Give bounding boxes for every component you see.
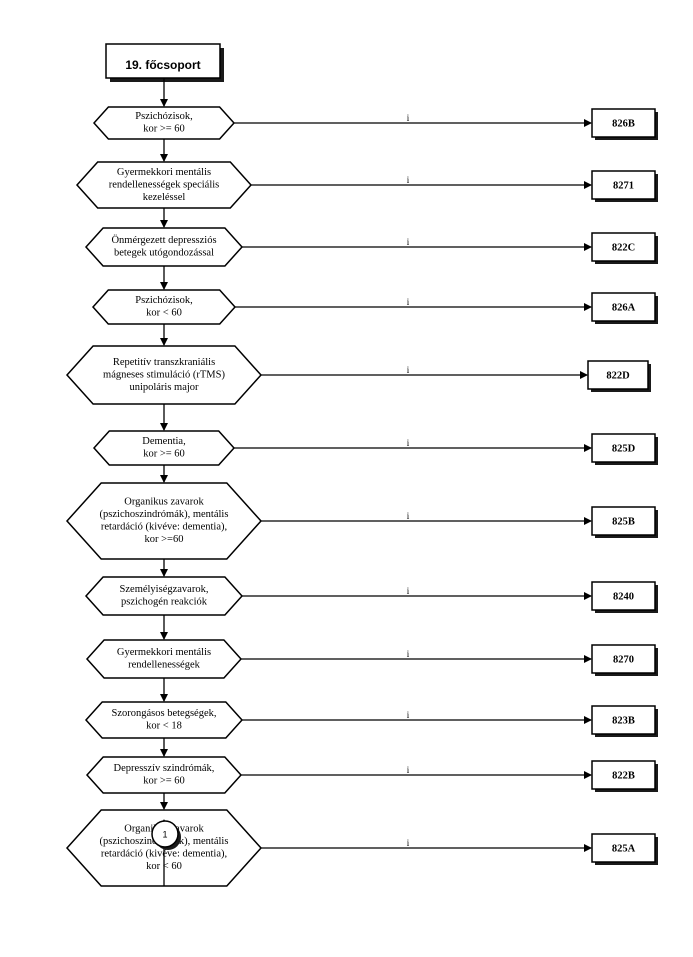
code-label: 823B — [612, 715, 635, 726]
code-box — [591, 170, 656, 200]
connector-label: 1 — [162, 829, 167, 839]
decision-step: Személyiségzavarok, pszichogén reakciók i 8… — [84, 576, 658, 616]
off-page-connector: 1 — [151, 820, 181, 850]
decision-text-line: pszichogén reakciók — [121, 597, 208, 608]
code-box — [587, 360, 649, 390]
decision-text-line: kor >=60 — [145, 534, 184, 545]
decision-text-line: Organikus zavarok — [124, 497, 204, 508]
decision-text-line: Önmérgezett depressziós — [111, 234, 216, 246]
decision-text-line: mágneses stimuláció (rTMS) — [103, 369, 225, 380]
branch-label: i — [407, 765, 410, 775]
decision-step: Dementia, kor >= 60 i 825D — [92, 430, 658, 466]
code-label: 825B — [612, 516, 635, 527]
branch-label: i — [407, 511, 410, 521]
decision-text-line: kor >= 60 — [143, 776, 185, 787]
decision-text-line: Szorongásos betegségek, — [112, 708, 217, 719]
start-box: 19. főcsoport — [105, 43, 224, 82]
code-label: 825D — [612, 443, 636, 454]
decision-text-line: (pszichoszindrómák), mentális — [100, 509, 229, 520]
decision-step: Organikus zavarok(pszichoszindrómák), me… — [65, 809, 658, 887]
decision-text-line: Dementia, — [142, 436, 185, 447]
code-label: 8271 — [613, 180, 634, 191]
branch-label: i — [407, 113, 410, 123]
code-box — [591, 760, 656, 790]
code-label: 822C — [612, 242, 635, 253]
code-label: 822B — [612, 770, 635, 781]
code-box — [591, 232, 656, 262]
decision-text-line: unipoláris major — [129, 382, 199, 393]
branch-label: i — [407, 237, 410, 247]
code-box — [591, 292, 656, 322]
decision-text-line: Pszichózisok, — [135, 295, 192, 306]
decision-step: Organikus zavarok(pszichoszindrómák), me… — [65, 482, 658, 560]
decision-step: Szorongásos betegségek, kor < 18 i 823B — [84, 701, 658, 739]
start-label: 19. főcsoport — [125, 58, 200, 72]
decision-text-line: Depresszív szindrómák, — [114, 763, 215, 774]
decision-step: Depresszív szindrómák, kor >= 60 i 822B — [85, 756, 658, 794]
code-box — [591, 644, 656, 674]
decision-text-line: kor >= 60 — [143, 449, 185, 460]
decision-text-line: retardáció (kivéve: dementia), — [101, 522, 227, 533]
code-label: 8240 — [613, 591, 634, 602]
decision-text-line: rendellenességek speciális — [109, 179, 220, 190]
decision-text-line: betegek utógondozással — [114, 248, 214, 259]
code-box — [591, 705, 656, 735]
code-label: 8270 — [613, 654, 634, 665]
branch-label: i — [407, 175, 410, 185]
branch-label: i — [407, 586, 410, 596]
decision-step: Gyermekkori mentális rendellenességek i 827… — [85, 639, 658, 679]
branch-label: i — [407, 297, 410, 307]
code-box — [591, 108, 656, 138]
branch-label: i — [407, 438, 410, 448]
code-box — [591, 506, 656, 536]
code-label: 822D — [606, 370, 630, 381]
decision-text-line: rendellenességek — [128, 660, 200, 671]
decision-text-line: Pszichózisok, — [135, 111, 192, 122]
branch-label: i — [407, 365, 410, 375]
decision-step: Önmérgezett depressziós betegek utógondoz… — [84, 227, 658, 267]
decision-text-line: Repetitív transzkraniális — [113, 357, 215, 368]
code-label: 825A — [612, 843, 636, 854]
decision-step: Pszichózisok, kor >= 60 i 826B — [92, 106, 658, 140]
decision-text-line: Személyiségzavarok, — [120, 584, 209, 595]
code-label: 826A — [612, 302, 636, 313]
decision-text-line: kezeléssel — [143, 192, 186, 203]
decision-text-line: kor < 18 — [146, 721, 182, 732]
code-box — [591, 433, 656, 463]
decision-text-line: kor < 60 — [146, 308, 182, 319]
branch-label: i — [407, 710, 410, 720]
decision-text-line: Gyermekkori mentális — [117, 647, 211, 658]
branch-label: i — [407, 649, 410, 659]
decision-text-line: Gyermekkori mentális — [117, 167, 211, 178]
branch-label: i — [407, 838, 410, 848]
code-box — [591, 833, 656, 863]
code-box — [591, 581, 656, 611]
decision-step: Pszichózisok, kor < 60 i 826A — [91, 289, 658, 325]
code-label: 826B — [612, 118, 635, 129]
decision-text-line: kor >= 60 — [143, 124, 185, 135]
